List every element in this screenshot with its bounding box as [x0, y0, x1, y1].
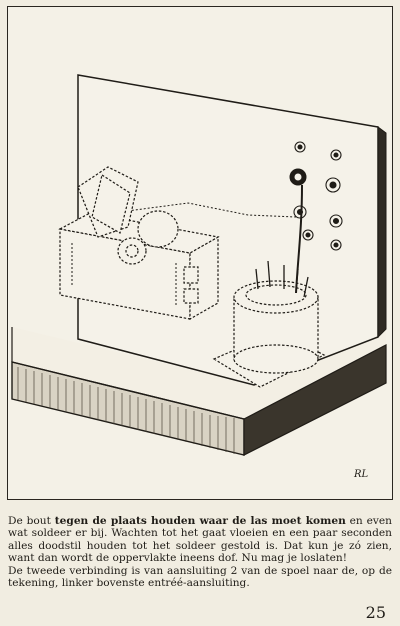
emphasis-phrase: tegen de plaats houden waar de las moet … [54, 515, 346, 527]
panel-terminals [293, 141, 343, 251]
page-number: 25 [365, 603, 386, 622]
paragraph-2: De tweede verbinding is van aansluiting … [8, 564, 392, 590]
solder-wire [295, 184, 303, 294]
baseboard-side-edge [243, 344, 387, 456]
artist-initials: RL [353, 469, 369, 480]
baseboard-top [12, 327, 386, 419]
soldering-illustration: RL [11, 74, 387, 480]
coil [212, 280, 326, 388]
body-text: De bout tegen de plaats houden waar de l… [8, 515, 392, 589]
illustration-frame: RL [7, 6, 393, 500]
paragraph-1: De bout tegen de plaats houden waar de l… [8, 515, 392, 565]
back-panel-edge [377, 126, 387, 339]
variable-capacitor [58, 166, 220, 321]
